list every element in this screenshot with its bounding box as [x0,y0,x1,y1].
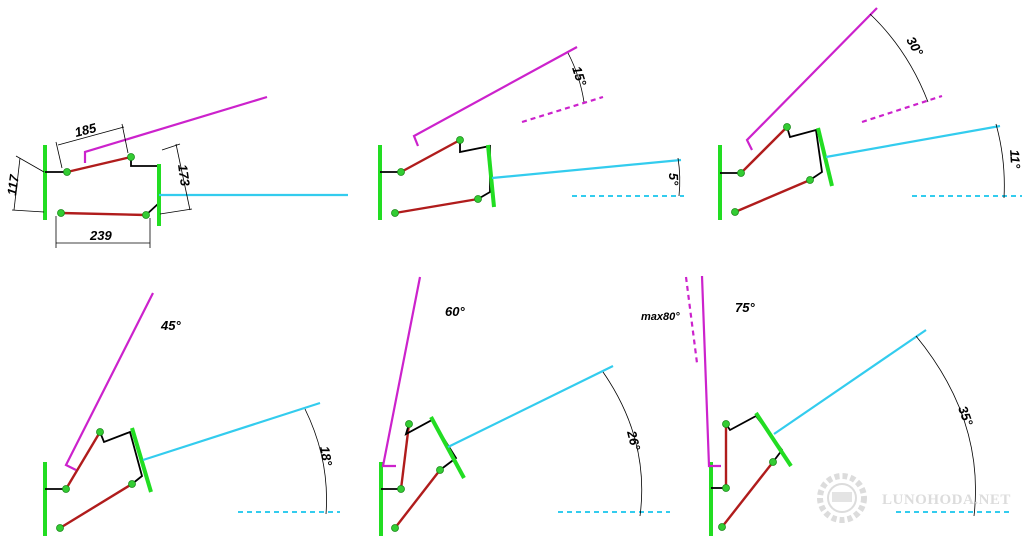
panel-6: max80° 75° 35° [641,275,1012,536]
pivot-dot [722,484,730,492]
pivot-dot [737,169,745,177]
pivot-dot [718,523,726,531]
coupler-plate [486,144,496,208]
lower-angle-arc [602,371,643,517]
angle-label-lower: 5° [666,173,681,187]
lower-arm [825,124,1001,159]
pivot-dot [405,420,413,428]
pivot-dot [397,168,405,176]
panel-5: 60° 26° [379,276,670,536]
upper-arm [381,276,422,468]
panel-4: 45° 18° [43,292,340,536]
watermark-text: LUNOHODA.NET [882,492,1011,508]
lower-arm [447,365,614,448]
upper-arm-max-reference [684,276,699,364]
pivot-dot [391,524,399,532]
coupler-plate [816,127,834,187]
pivot-dot [128,480,136,488]
angle-label-upper: 75° [735,300,755,315]
angle-label-max: max80° [641,311,680,323]
coupler-bracket [99,430,144,485]
panel-1: 185 239 117 173 [4,95,348,248]
upper-arm [64,292,154,471]
upper-arm-reference [521,95,604,124]
upper-arm [83,95,268,163]
lower-arm [491,158,682,180]
pivot-dot [57,209,65,217]
upper-link [66,155,132,174]
upper-arm [412,46,578,147]
coupler-plate [754,411,793,468]
pivot-dot [806,176,814,184]
angle-label-upper: 30° [903,34,926,59]
upper-angle-arc [567,52,585,103]
panel-2: 15° 5° [378,46,684,220]
lower-link [394,197,479,215]
pivot-dot [436,466,444,474]
coupler-bracket [459,140,491,200]
lower-link [734,178,811,214]
upper-link [399,423,411,490]
lower-arm [142,401,321,462]
pivot-dot [62,485,70,493]
pivot-dot [56,524,64,532]
pivot-dot [456,136,464,144]
upper-link [740,126,788,174]
dimension-lines [11,123,193,248]
lower-link [60,211,147,217]
upper-link [400,138,461,174]
pivot-dot [474,195,482,203]
dimension-label-top: 185 [73,120,98,140]
upper-arm [700,275,721,468]
pivot-dot [722,420,730,428]
upper-angle-arc [869,13,929,103]
dimension-label-bottom: 239 [89,228,112,243]
angle-label-lower: 11° [1007,149,1023,169]
pivot-dot [391,209,399,217]
pivot-dot [769,458,777,466]
lower-arm [773,329,927,435]
lower-angle-arc [304,408,327,515]
coupler-bracket [130,157,160,216]
angle-label-upper: 45° [160,318,181,333]
angle-label-upper: 60° [445,304,465,319]
gear-logo-icon [817,473,867,523]
lower-link [394,469,441,529]
lower-angle-arc [915,335,976,517]
watermark: LUNOHODA.NET [817,473,1011,523]
angle-label-upper: 15° [569,64,590,88]
coupler-plate [429,416,466,479]
pivot-dot [127,153,135,161]
lower-angle-arc [677,157,681,197]
upper-link [64,431,102,490]
angle-label-lower: 35° [955,404,976,428]
pivot-dot [731,208,739,216]
pivot-dot [63,168,71,176]
upper-arm [745,7,878,151]
pivot-dot [783,123,791,131]
dimension-label-left: 117 [4,173,22,196]
coupler-bracket [786,126,823,181]
pivot-dot [96,428,104,436]
panel-3: 30° 11° [718,7,1023,220]
coupler-plate [130,427,153,493]
lower-angle-arc [995,123,1005,199]
upper-arm-reference [861,94,943,124]
pivot-dot [142,211,150,219]
pivot-dot [397,485,405,493]
angle-label-lower: 26° [624,428,644,452]
dimension-label-right: 173 [175,163,193,187]
lower-link [59,482,133,530]
angle-label-lower: 18° [317,445,335,468]
lower-link [721,461,774,528]
coupler-bracket [404,418,458,471]
